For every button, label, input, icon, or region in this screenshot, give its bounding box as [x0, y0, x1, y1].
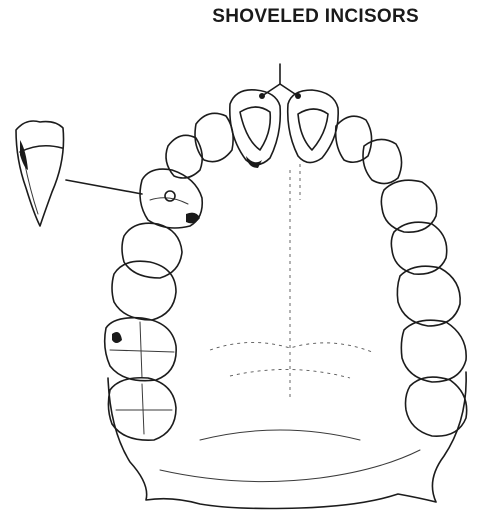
lateral-incisor-right	[195, 113, 233, 161]
central-incisor-right	[230, 90, 280, 168]
central-incisor-left	[288, 90, 338, 163]
right-premolar-3	[112, 261, 176, 320]
canine-left	[363, 139, 402, 183]
right-molar-2	[108, 378, 176, 440]
connector-line	[66, 180, 142, 194]
right-molar-1	[105, 318, 177, 381]
palatal-midline	[210, 164, 372, 400]
palate-outline	[108, 372, 466, 509]
right-premolar-2	[122, 223, 182, 278]
left-molar-3	[406, 377, 467, 436]
canine-right	[166, 135, 202, 178]
isolated-incisor-drawing	[16, 121, 64, 226]
left-premolar-1	[381, 180, 436, 232]
highlighted-tooth	[140, 169, 202, 228]
left-molar-2	[401, 320, 466, 382]
lateral-incisor-left	[336, 116, 372, 162]
left-molar-1	[397, 266, 460, 326]
